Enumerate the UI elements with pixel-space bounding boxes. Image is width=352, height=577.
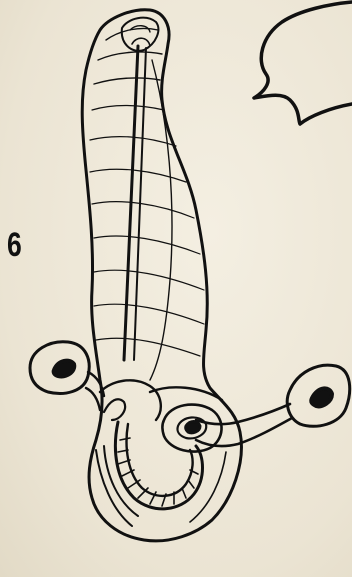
adjacent-structure-outline xyxy=(254,2,352,124)
